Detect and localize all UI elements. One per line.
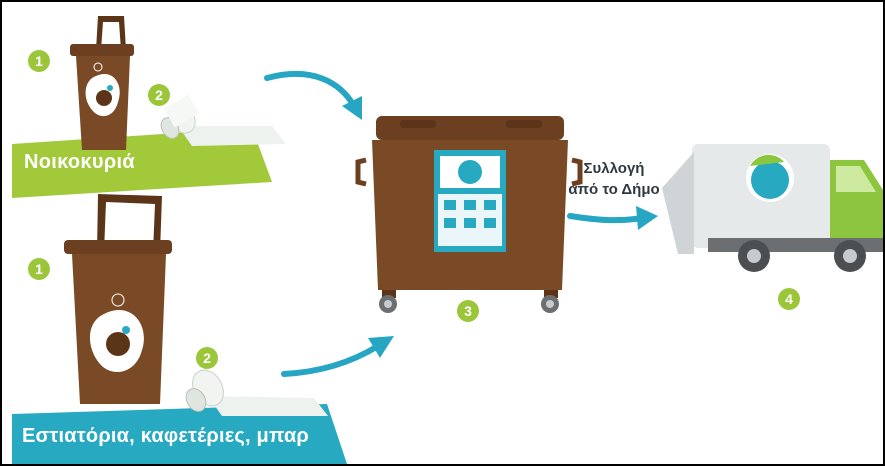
step-4-badge: 4	[778, 288, 800, 310]
arrow-to-truck	[570, 216, 642, 220]
garbage-truck-icon	[662, 144, 883, 272]
step-2-badge-bottom: 2	[196, 347, 218, 369]
collection-line-1: Συλλογή	[584, 160, 645, 177]
arrow-to-container-bottom	[284, 346, 378, 374]
households-label: Νοικοκυριά	[24, 151, 135, 174]
businesses-label: Εστιατόρια, καφετέριες, μπαρ	[22, 425, 309, 448]
business-bin-icon	[64, 194, 172, 404]
wheeled-container-icon	[358, 116, 580, 313]
step-1-badge-bottom: 1	[28, 258, 50, 280]
step-2-badge-top: 2	[148, 84, 170, 106]
household-bin-icon	[70, 16, 134, 150]
arrow-head-truck	[636, 206, 658, 230]
step-3-badge: 3	[457, 300, 479, 322]
collection-line-2: από το Δήμο	[568, 181, 659, 198]
step-1-badge-top: 1	[28, 50, 50, 72]
arrow-to-container-top	[267, 74, 354, 106]
collection-caption: Συλλογή από το Δήμο	[564, 158, 664, 200]
